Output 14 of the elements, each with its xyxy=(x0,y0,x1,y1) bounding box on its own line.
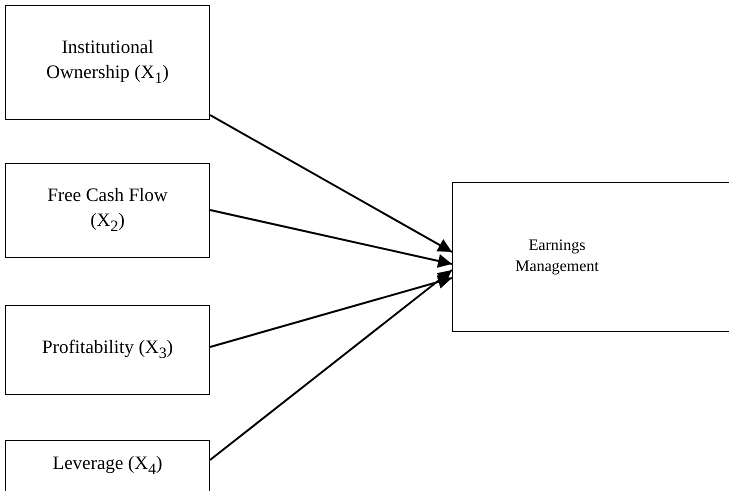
arrow xyxy=(210,275,452,348)
variable-box xyxy=(5,163,210,258)
outcome-box xyxy=(452,182,729,332)
box-label: Earnings Management xyxy=(514,236,600,277)
box-label: Leverage (X$_{4}$) xyxy=(52,452,162,480)
variable-box xyxy=(5,5,210,120)
box-label: Profitability (X$_{3}$) xyxy=(42,336,173,364)
variable-box xyxy=(5,305,210,395)
arrow xyxy=(210,114,452,253)
arrow xyxy=(209,269,453,461)
box-label: Institutional Ownership (X$_{1}$) xyxy=(45,36,170,88)
variable-box xyxy=(5,440,210,491)
arrow xyxy=(210,209,452,268)
box-label: Free Cash Flow (X$_{2}$) xyxy=(46,184,169,236)
